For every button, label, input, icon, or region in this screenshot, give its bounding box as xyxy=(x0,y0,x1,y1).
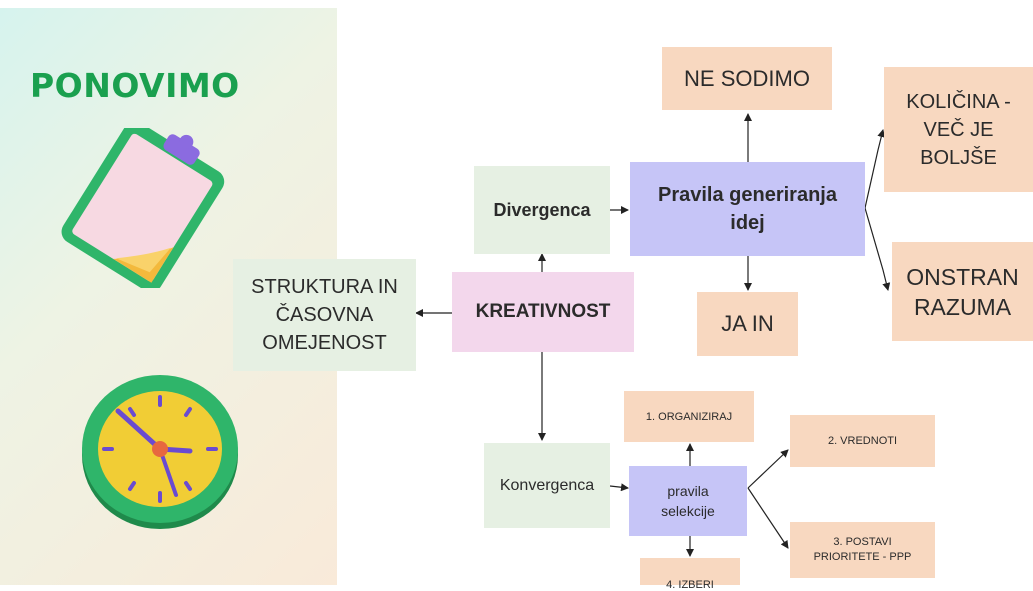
node-organiziraj-label: 1. ORGANIZIRAJ xyxy=(645,410,733,423)
node-ne-sodimo: NE SODIMO xyxy=(662,47,832,110)
node-organiziraj: 1. ORGANIZIRAJ xyxy=(624,391,754,442)
node-ne-sodimo-label: NE SODIMO xyxy=(684,65,810,91)
node-pravila-generiranja-label: Pravila generiranja idej xyxy=(658,184,837,234)
node-vrednoti-label: 2. VREDNOTI xyxy=(827,435,898,447)
clock-icon xyxy=(82,375,238,529)
node-pravila-generiranja: Pravila generiranja idej xyxy=(630,162,865,256)
node-vrednoti: 2. VREDNOTI xyxy=(790,415,935,467)
node-pravila-selekcije: pravila selekcije xyxy=(629,466,747,536)
node-postavi: 3. POSTAVI PRIORITETE - PPP xyxy=(790,522,935,578)
clipboard-icon xyxy=(61,128,225,288)
node-kreativnost: KREATIVNOST xyxy=(452,272,634,352)
node-konvergenca-label: Konvergenca xyxy=(499,476,595,494)
node-ja-in: JA IN xyxy=(697,292,798,356)
node-ja-in-label: JA IN xyxy=(721,311,774,336)
node-izberi-label: 4. IZBERI xyxy=(666,579,714,591)
node-divergenca-label: Divergenca xyxy=(493,199,591,220)
node-kolicina: KOLIČINA - VEČ JE BOLJŠE xyxy=(884,67,1033,192)
page-title: PONOVIMO xyxy=(30,66,240,105)
node-postavi-label: 3. POSTAVI PRIORITETE - PPP xyxy=(813,536,912,563)
node-struktura: STRUKTURA IN ČASOVNA OMEJENOST xyxy=(233,259,416,371)
node-kolicina-label: KOLIČINA - VEČ JE BOLJŠE xyxy=(906,90,1011,169)
node-onstran-label: ONSTRAN RAZUMA xyxy=(906,263,1019,320)
node-pravila-selekcije-label: pravila selekcije xyxy=(661,483,715,519)
node-onstran: ONSTRAN RAZUMA xyxy=(892,242,1033,341)
node-divergenca: Divergenca xyxy=(474,166,610,254)
node-struktura-label: STRUKTURA IN ČASOVNA OMEJENOST xyxy=(251,276,398,354)
node-kreativnost-label: KREATIVNOST xyxy=(475,301,611,322)
node-izberi: 4. IZBERI xyxy=(640,558,740,591)
node-konvergenca: Konvergenca xyxy=(484,443,610,528)
